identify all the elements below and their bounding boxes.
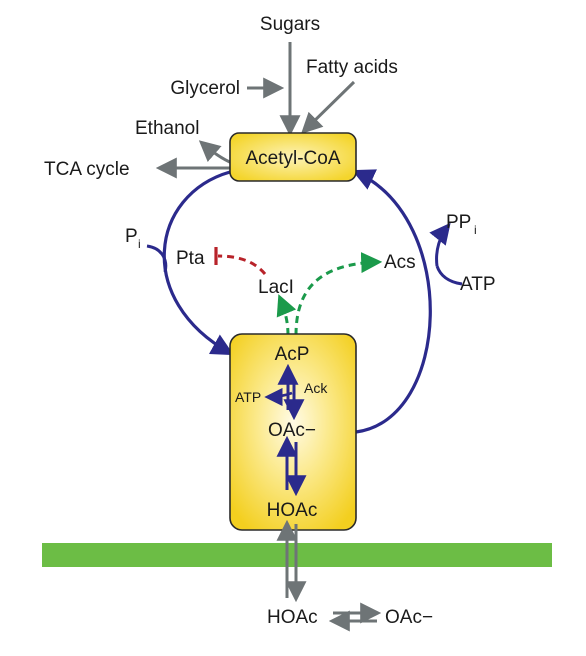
atp-branch-arrow — [264, 387, 293, 407]
ack-label: Ack — [304, 380, 328, 396]
acetyl-coa-box — [229, 132, 357, 182]
laci-inhibits-pta — [217, 254, 267, 275]
oac-inner-label: OAc− — [268, 420, 316, 441]
atp-right-label: ATP — [460, 274, 496, 295]
ethanol-label: Ethanol — [135, 118, 199, 139]
tca-cycle-label: TCA cycle — [44, 159, 130, 180]
hoac-inner-label: HOAc — [267, 500, 318, 521]
acs-arc-arrow — [351, 169, 432, 434]
atp-input-curve — [435, 265, 463, 286]
acetyl-coa-label: Acetyl-CoA — [245, 148, 340, 169]
fatty-acids-arrow — [301, 80, 356, 134]
laci-label: LacI — [258, 277, 294, 298]
pi-input-curve — [146, 244, 168, 273]
glycerol-label: Glycerol — [170, 78, 240, 99]
pta-arc-arrow — [162, 170, 234, 356]
atp-inner-label: ATP — [235, 389, 261, 405]
ethanol-arrow — [198, 140, 233, 165]
pi-label: P — [125, 226, 138, 247]
hoac-outer-label: HOAc — [267, 607, 318, 628]
acp-label: AcP — [275, 344, 310, 365]
pta-label: Pta — [176, 248, 205, 269]
sugars-label: Sugars — [260, 14, 320, 35]
ppi-label: PP — [446, 212, 471, 233]
acp-to-laci-arrow — [276, 294, 297, 336]
ppi-subscript: i — [474, 223, 477, 237]
fatty-acids-label: Fatty acids — [306, 57, 398, 78]
pi-subscript: i — [138, 237, 141, 251]
oac-outer-label: OAc− — [385, 607, 433, 628]
ppi-output-arrow — [429, 222, 451, 267]
acs-label: Acs — [384, 252, 416, 273]
acp-to-acs-arrow — [294, 252, 383, 336]
